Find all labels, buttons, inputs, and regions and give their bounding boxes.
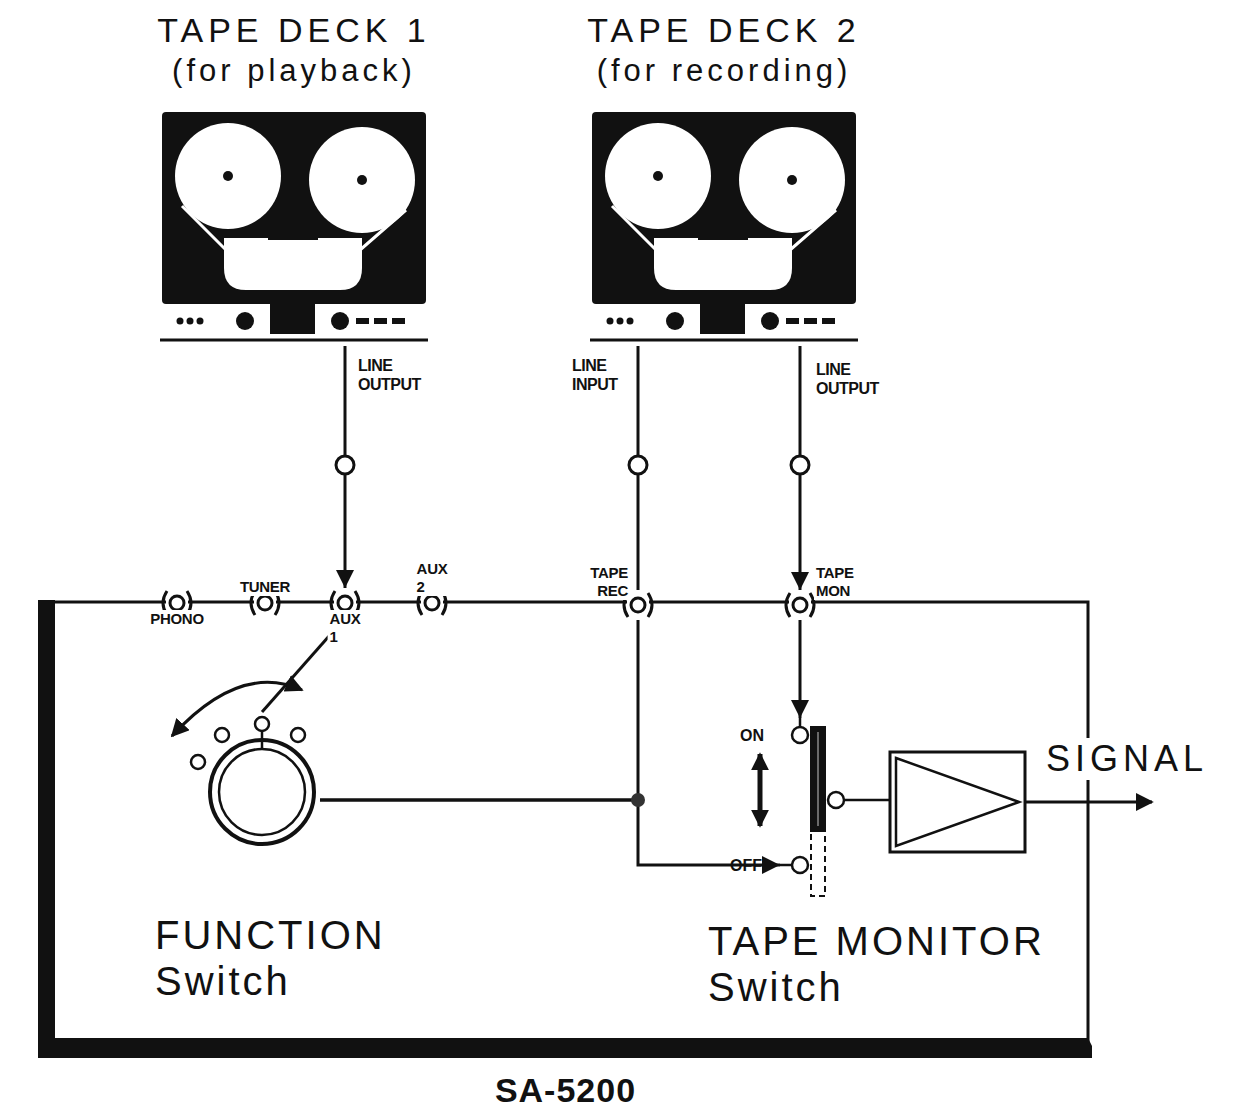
jack-label: TAPE MON: [814, 564, 856, 600]
rotary-knob: [185, 712, 320, 857]
signal-label: SIGNAL: [1043, 738, 1211, 780]
jack-label: AUX 2: [415, 560, 450, 596]
function-switch: FUNCTION Switch: [185, 712, 320, 857]
terminal-label: LINE INPUT: [572, 356, 618, 394]
tape-deck: TAPE DECK 2(for recording): [590, 110, 858, 346]
input-jack: AUX 1: [325, 588, 365, 618]
cable-jack: [629, 456, 647, 474]
output-jack: TAPE REC: [618, 590, 658, 620]
rotation-arrow: [172, 682, 302, 736]
tape-deck: TAPE DECK 1(for playback): [160, 110, 428, 346]
signal-wire: [320, 800, 780, 865]
signal-wire: [320, 620, 638, 800]
deck-title: TAPE DECK 2: [587, 10, 861, 50]
jack-label: TUNER: [238, 578, 292, 596]
deck-subtitle: (for playback): [172, 52, 416, 90]
input-jack: AUX 2: [412, 588, 452, 618]
model-caption: SA-5200: [38, 1070, 1093, 1110]
input-jack: TAPE MON: [780, 590, 820, 620]
switch-position: OFF: [730, 856, 762, 875]
input-jack: TUNER: [245, 588, 285, 618]
jack-label: AUX 1: [328, 610, 363, 646]
switch-title: FUNCTION Switch: [155, 912, 415, 1004]
amp-input-wire: [845, 799, 890, 802]
jack-label: TAPE REC: [588, 564, 630, 600]
terminal-label: LINE OUTPUT: [816, 360, 879, 398]
slide-arrow: [758, 754, 763, 826]
cable-jack: [336, 456, 354, 474]
tape-deck-drawing: [160, 110, 428, 346]
deck-subtitle: (for recording): [597, 52, 852, 90]
tape-monitor-switch: ONOFFTAPE MONITOR Switch: [780, 718, 852, 900]
amplifier-box: [890, 752, 1025, 852]
signal-wire: [799, 620, 802, 718]
switch-position: ON: [740, 726, 764, 745]
cable-jack: [791, 456, 809, 474]
input-jack: PHONO: [157, 588, 197, 618]
tape-deck-drawing: [590, 110, 858, 346]
amplifier-housing: PHONOTUNERAUX 1AUX 2TAPE RECTAPE MONFUNC…: [38, 600, 1093, 1058]
switch-title: TAPE MONITOR Switch: [708, 918, 1078, 1010]
slide-switch: [780, 718, 852, 900]
junction-dot: [631, 793, 645, 807]
deck-title: TAPE DECK 1: [157, 10, 431, 50]
jack-label: PHONO: [148, 610, 206, 628]
amplifier-symbol: [896, 758, 1019, 846]
terminal-label: LINE OUTPUT: [358, 356, 421, 394]
